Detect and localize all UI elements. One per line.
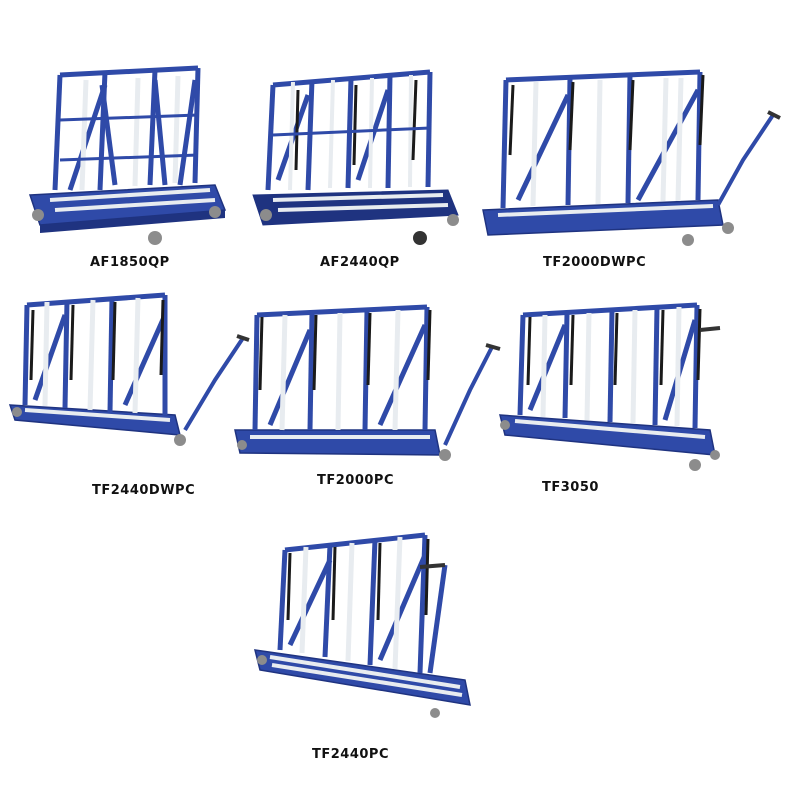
product-label-tf2440pc: TF2440PC xyxy=(312,747,389,762)
product-label-af2440qp: AF2440QP xyxy=(320,255,400,270)
rack-tf2440dwpc-image xyxy=(8,292,250,446)
product-label-tf2000pc: TF2000PC xyxy=(317,473,394,488)
product-af1850qp: AF1850QP xyxy=(20,60,235,270)
product-tf3050: TF3050 xyxy=(495,295,730,500)
product-label-tf3050: TF3050 xyxy=(542,480,599,495)
product-tf2440dwpc: TF2440DWPC xyxy=(5,290,250,500)
rack-tf2440pc-image xyxy=(254,532,471,718)
rack-tf2000pc-image xyxy=(234,304,501,461)
rack-tf3050-image xyxy=(499,302,721,471)
product-label-tf2440dwpc: TF2440DWPC xyxy=(92,483,196,498)
product-label-tf2000dwpc: TF2000DWPC xyxy=(543,255,647,270)
product-af2440qp: AF2440QP xyxy=(248,60,463,270)
rack-af2440qp-image xyxy=(252,69,459,245)
rack-af1850qp-image xyxy=(28,65,227,245)
product-tf2440pc: TF2440PC xyxy=(250,525,480,765)
rack-tf2000dwpc-image xyxy=(482,69,781,246)
product-tf2000dwpc: TF2000DWPC xyxy=(478,60,783,270)
product-tf2000pc: TF2000PC xyxy=(230,295,505,500)
product-label-af1850qp: AF1850QP xyxy=(90,255,170,270)
